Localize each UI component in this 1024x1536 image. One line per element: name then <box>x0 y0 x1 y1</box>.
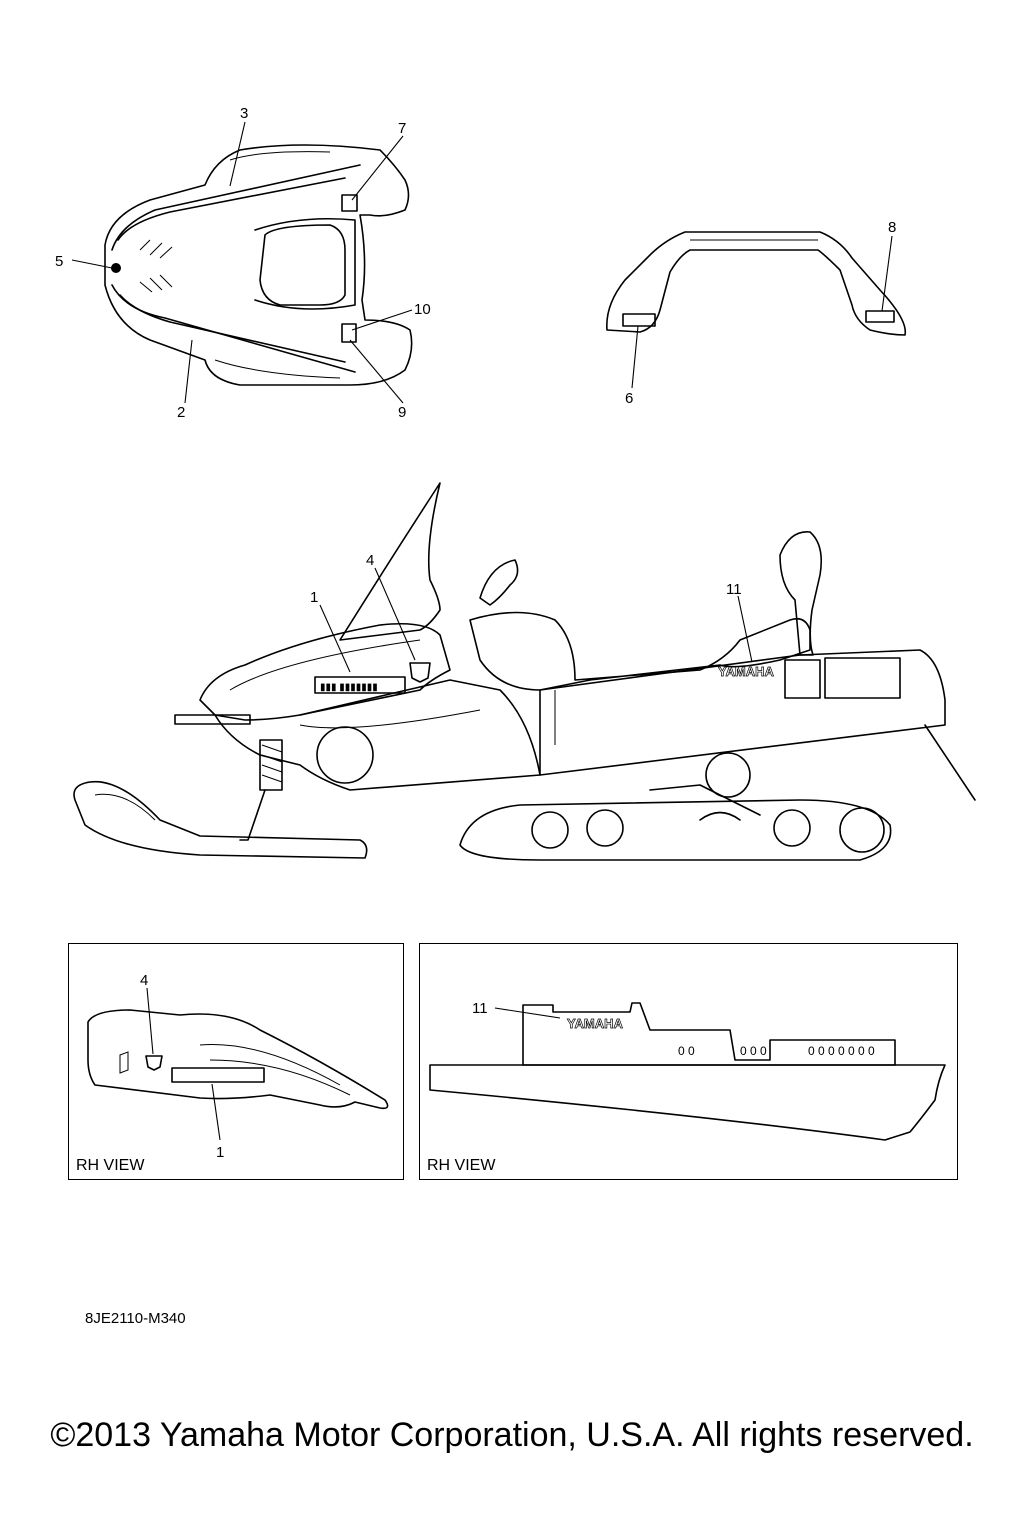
callout-5: 5 <box>55 253 63 270</box>
inset-right-label: RH VIEW <box>427 1157 496 1174</box>
yamaha-decal-text: YAMAHA <box>718 664 774 679</box>
inset-left-callout-1: 1 <box>216 1144 224 1161</box>
inset-box-right <box>419 943 958 1180</box>
callout-1: 1 <box>310 589 318 606</box>
hood-rh-inset-drawing <box>87 987 389 1141</box>
inset-left-label: RH VIEW <box>76 1157 145 1174</box>
callout-9: 9 <box>398 404 406 421</box>
callout-8: 8 <box>888 219 896 236</box>
yamaha-decal-inset-text: YAMAHA <box>567 1016 623 1031</box>
copyright-notice: ©2013 Yamaha Motor Corporation, U.S.A. A… <box>50 1416 974 1454</box>
callout-7: 7 <box>398 120 406 137</box>
rear-bumper-view <box>606 231 907 389</box>
inset-left-callout-4: 4 <box>140 972 148 989</box>
svg-text:0 0: 0 0 <box>678 1044 695 1058</box>
inset-right-callout-11: 11 <box>472 1000 488 1017</box>
svg-text:0 0 0: 0 0 0 <box>740 1044 767 1058</box>
diagram-code: 8JE2110-M340 <box>85 1310 186 1327</box>
inset-box-left <box>68 943 404 1180</box>
callout-2: 2 <box>177 404 185 421</box>
callout-10: 10 <box>414 301 431 318</box>
callout-6: 6 <box>625 390 633 407</box>
svg-text:▮▮▮ ▮▮▮▮▮▮▮: ▮▮▮ ▮▮▮▮▮▮▮ <box>320 682 378 693</box>
svg-text:0 0 0 0 0 0 0: 0 0 0 0 0 0 0 <box>808 1044 875 1058</box>
callout-11: 11 <box>726 581 742 598</box>
tunnel-rh-inset-drawing: YAMAHA 0 0 0 0 0 0 0 0 0 0 0 0 <box>429 1002 946 1141</box>
hood-top-view <box>71 121 413 404</box>
callout-3: 3 <box>240 105 248 122</box>
snowmobile-side-view: ▮▮▮ ▮▮▮▮▮▮▮ YAMAHA <box>73 482 976 861</box>
callout-4: 4 <box>366 552 374 569</box>
